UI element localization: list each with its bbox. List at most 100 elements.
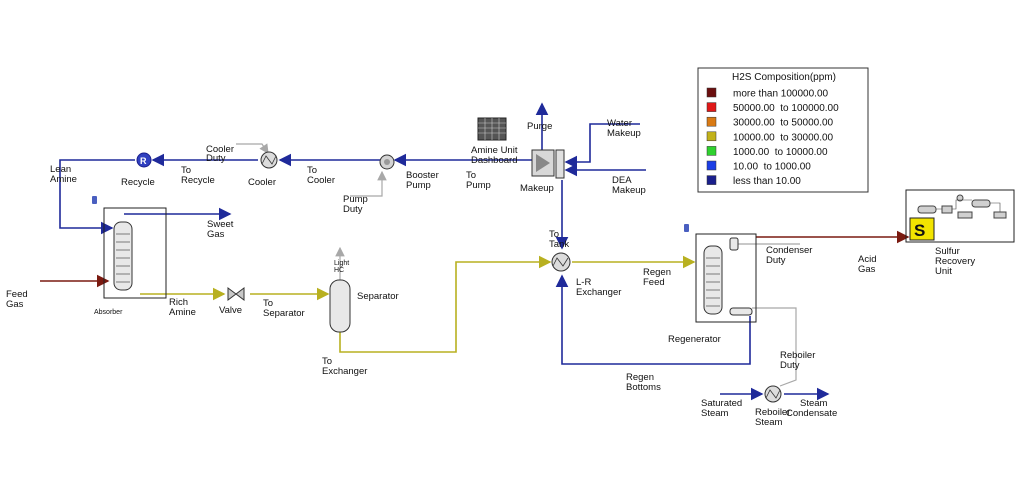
regenerator-frame [695,233,757,323]
regenerator-label: Regenerator [668,334,721,345]
stream-regen-bottoms[interactable] [555,274,751,365]
legend-swatch [706,146,717,156]
amine-unit-dashboard-icon[interactable] [477,117,507,141]
cooler-label: Cooler [248,177,276,188]
legend-swatch [706,87,717,98]
legend-label: 10.00 to 1000.00 [733,162,811,173]
stream-to-exchanger[interactable] [339,255,552,353]
stream-lean-amine[interactable] [59,159,135,235]
lr-exchanger-icon[interactable] [551,252,571,272]
regenerator-tag-icon [684,224,689,232]
recycle-label: Recycle [121,177,155,188]
purge-label: Purge [527,121,552,132]
legend-swatch [706,116,717,127]
legend-label: 50000.00 to 100000.00 [733,103,839,114]
sulfur-badge-icon[interactable] [909,217,935,241]
legend-label: more than 100000.00 [733,89,829,100]
stream-cooler-duty[interactable] [236,143,269,154]
recycle-glyph: R [140,156,147,166]
legend-label: 10000.00 to 30000.00 [733,132,834,143]
legend-title: H2S Composition(ppm) [732,72,836,83]
makeup-splitter-icon[interactable] [555,149,565,179]
sulfur-recovery-schematic-icon [917,194,1007,219]
legend-swatch [706,175,717,185]
stream-pump-duty[interactable] [350,170,387,197]
legend-swatch [706,131,717,142]
makeup-mixer-icon[interactable] [531,149,555,177]
separator-vessel[interactable] [329,279,351,333]
recycle-icon[interactable] [136,152,152,168]
stream-water-makeup[interactable] [564,123,640,169]
legend-swatch [706,102,717,112]
makeup-label: Makeup [520,183,554,194]
legend-swatch [706,160,717,171]
absorber-label: Absorber [94,309,123,316]
sulfur-glyph: S [914,221,925,240]
separator-label: Separator [357,291,399,302]
reboiler-icon[interactable] [729,307,753,316]
regenerator-column[interactable] [703,245,723,315]
valve-label: Valve [219,305,242,316]
absorber-tag-icon [92,196,97,204]
legend-label: 30000.00 to 50000.00 [733,118,834,129]
condenser-icon[interactable] [729,237,739,251]
stream-reboiler-duty[interactable] [752,307,797,387]
h2s-legend: H2S Composition(ppm) more than 100000.00… [697,67,869,193]
valve-icon[interactable] [227,287,245,301]
legend-label: less than 10.00 [733,176,801,187]
absorber-frame [103,207,167,299]
legend-label: 1000.00 to 10000.00 [733,147,828,158]
absorber-column[interactable] [113,221,133,291]
